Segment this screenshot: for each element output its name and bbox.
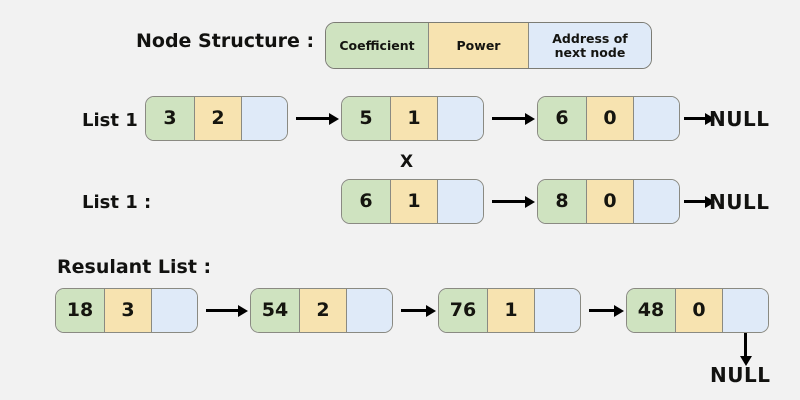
null-arrow — [684, 117, 706, 120]
list-node: 3 2 — [145, 96, 288, 141]
node-power: 1 — [488, 289, 535, 332]
coefficient-field: Coefficient — [326, 23, 429, 68]
list-node: 8 0 — [537, 179, 680, 224]
node-next-pointer — [634, 180, 679, 223]
node-power: 2 — [195, 97, 242, 140]
null-arrow-down — [744, 333, 747, 357]
node-power: 0 — [676, 289, 723, 332]
row-label-resultant-list: Resulant List : — [57, 256, 212, 278]
row-label-list-1-first: List 1 : — [82, 110, 152, 131]
node-structure-label: Node Structure : — [136, 30, 315, 52]
node-coefficient: 8 — [538, 180, 587, 223]
node-coefficient: 3 — [146, 97, 195, 140]
null-terminator: NULL — [709, 190, 770, 214]
node-next-pointer — [438, 97, 483, 140]
null-terminator: NULL — [710, 363, 771, 387]
null-arrow — [684, 200, 706, 203]
node-structure-box: Coefficient Power Address of next node — [325, 22, 652, 69]
list-node: 6 0 — [537, 96, 680, 141]
list-node: 48 0 — [626, 288, 769, 333]
node-power: 1 — [391, 97, 438, 140]
node-next-pointer — [152, 289, 197, 332]
node-coefficient: 6 — [538, 97, 587, 140]
link-arrow — [589, 309, 615, 312]
list-node: 76 1 — [438, 288, 581, 333]
node-power: 1 — [391, 180, 438, 223]
power-field: Power — [429, 23, 529, 68]
list-node: 5 1 — [341, 96, 484, 141]
node-coefficient: 6 — [342, 180, 391, 223]
row-label-list-1-second: List 1 : — [82, 192, 152, 213]
link-arrow — [492, 200, 526, 203]
node-next-pointer — [347, 289, 392, 332]
link-arrow — [206, 309, 239, 312]
node-next-pointer — [634, 97, 679, 140]
node-next-pointer — [242, 97, 287, 140]
link-arrow — [401, 309, 427, 312]
node-power: 3 — [105, 289, 152, 332]
node-power: 0 — [587, 180, 634, 223]
node-next-pointer — [723, 289, 768, 332]
node-next-pointer — [438, 180, 483, 223]
node-coefficient: 48 — [627, 289, 676, 332]
multiplication-operator: X — [400, 152, 414, 172]
node-coefficient: 5 — [342, 97, 391, 140]
node-coefficient: 54 — [251, 289, 300, 332]
node-next-pointer — [535, 289, 580, 332]
node-power: 0 — [587, 97, 634, 140]
null-terminator: NULL — [709, 107, 770, 131]
link-arrow — [296, 117, 330, 120]
node-coefficient: 18 — [56, 289, 105, 332]
list-node: 6 1 — [341, 179, 484, 224]
list-node: 54 2 — [250, 288, 393, 333]
next-address-field: Address of next node — [529, 23, 651, 68]
list-node: 18 3 — [55, 288, 198, 333]
node-coefficient: 76 — [439, 289, 488, 332]
node-power: 2 — [300, 289, 347, 332]
link-arrow — [492, 117, 526, 120]
